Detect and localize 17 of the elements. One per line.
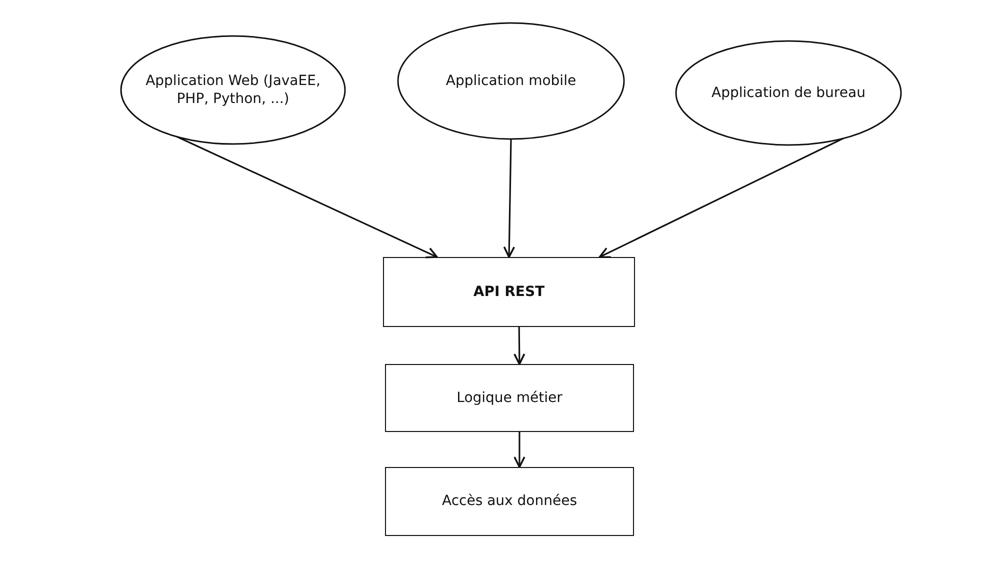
node-label: Logique métier — [456, 388, 564, 408]
node-label: Application mobile — [444, 72, 578, 90]
arrow — [598, 138, 844, 258]
node-label: Accès aux données — [441, 492, 578, 511]
ellipse-node — [675, 40, 902, 146]
node-label: Application de bureau — [710, 84, 866, 102]
process-box — [383, 257, 635, 327]
ellipse-node — [120, 35, 346, 145]
node-label: API REST — [472, 282, 546, 302]
arrow — [176, 136, 438, 258]
arrow — [503, 138, 516, 258]
arrow — [513, 327, 526, 365]
ellipse-node — [397, 22, 625, 140]
node-label: Application Web (JavaEE, PHP, Python, ...) — [144, 72, 322, 108]
process-box — [385, 364, 634, 432]
arrow — [514, 432, 526, 468]
process-box — [385, 467, 634, 536]
